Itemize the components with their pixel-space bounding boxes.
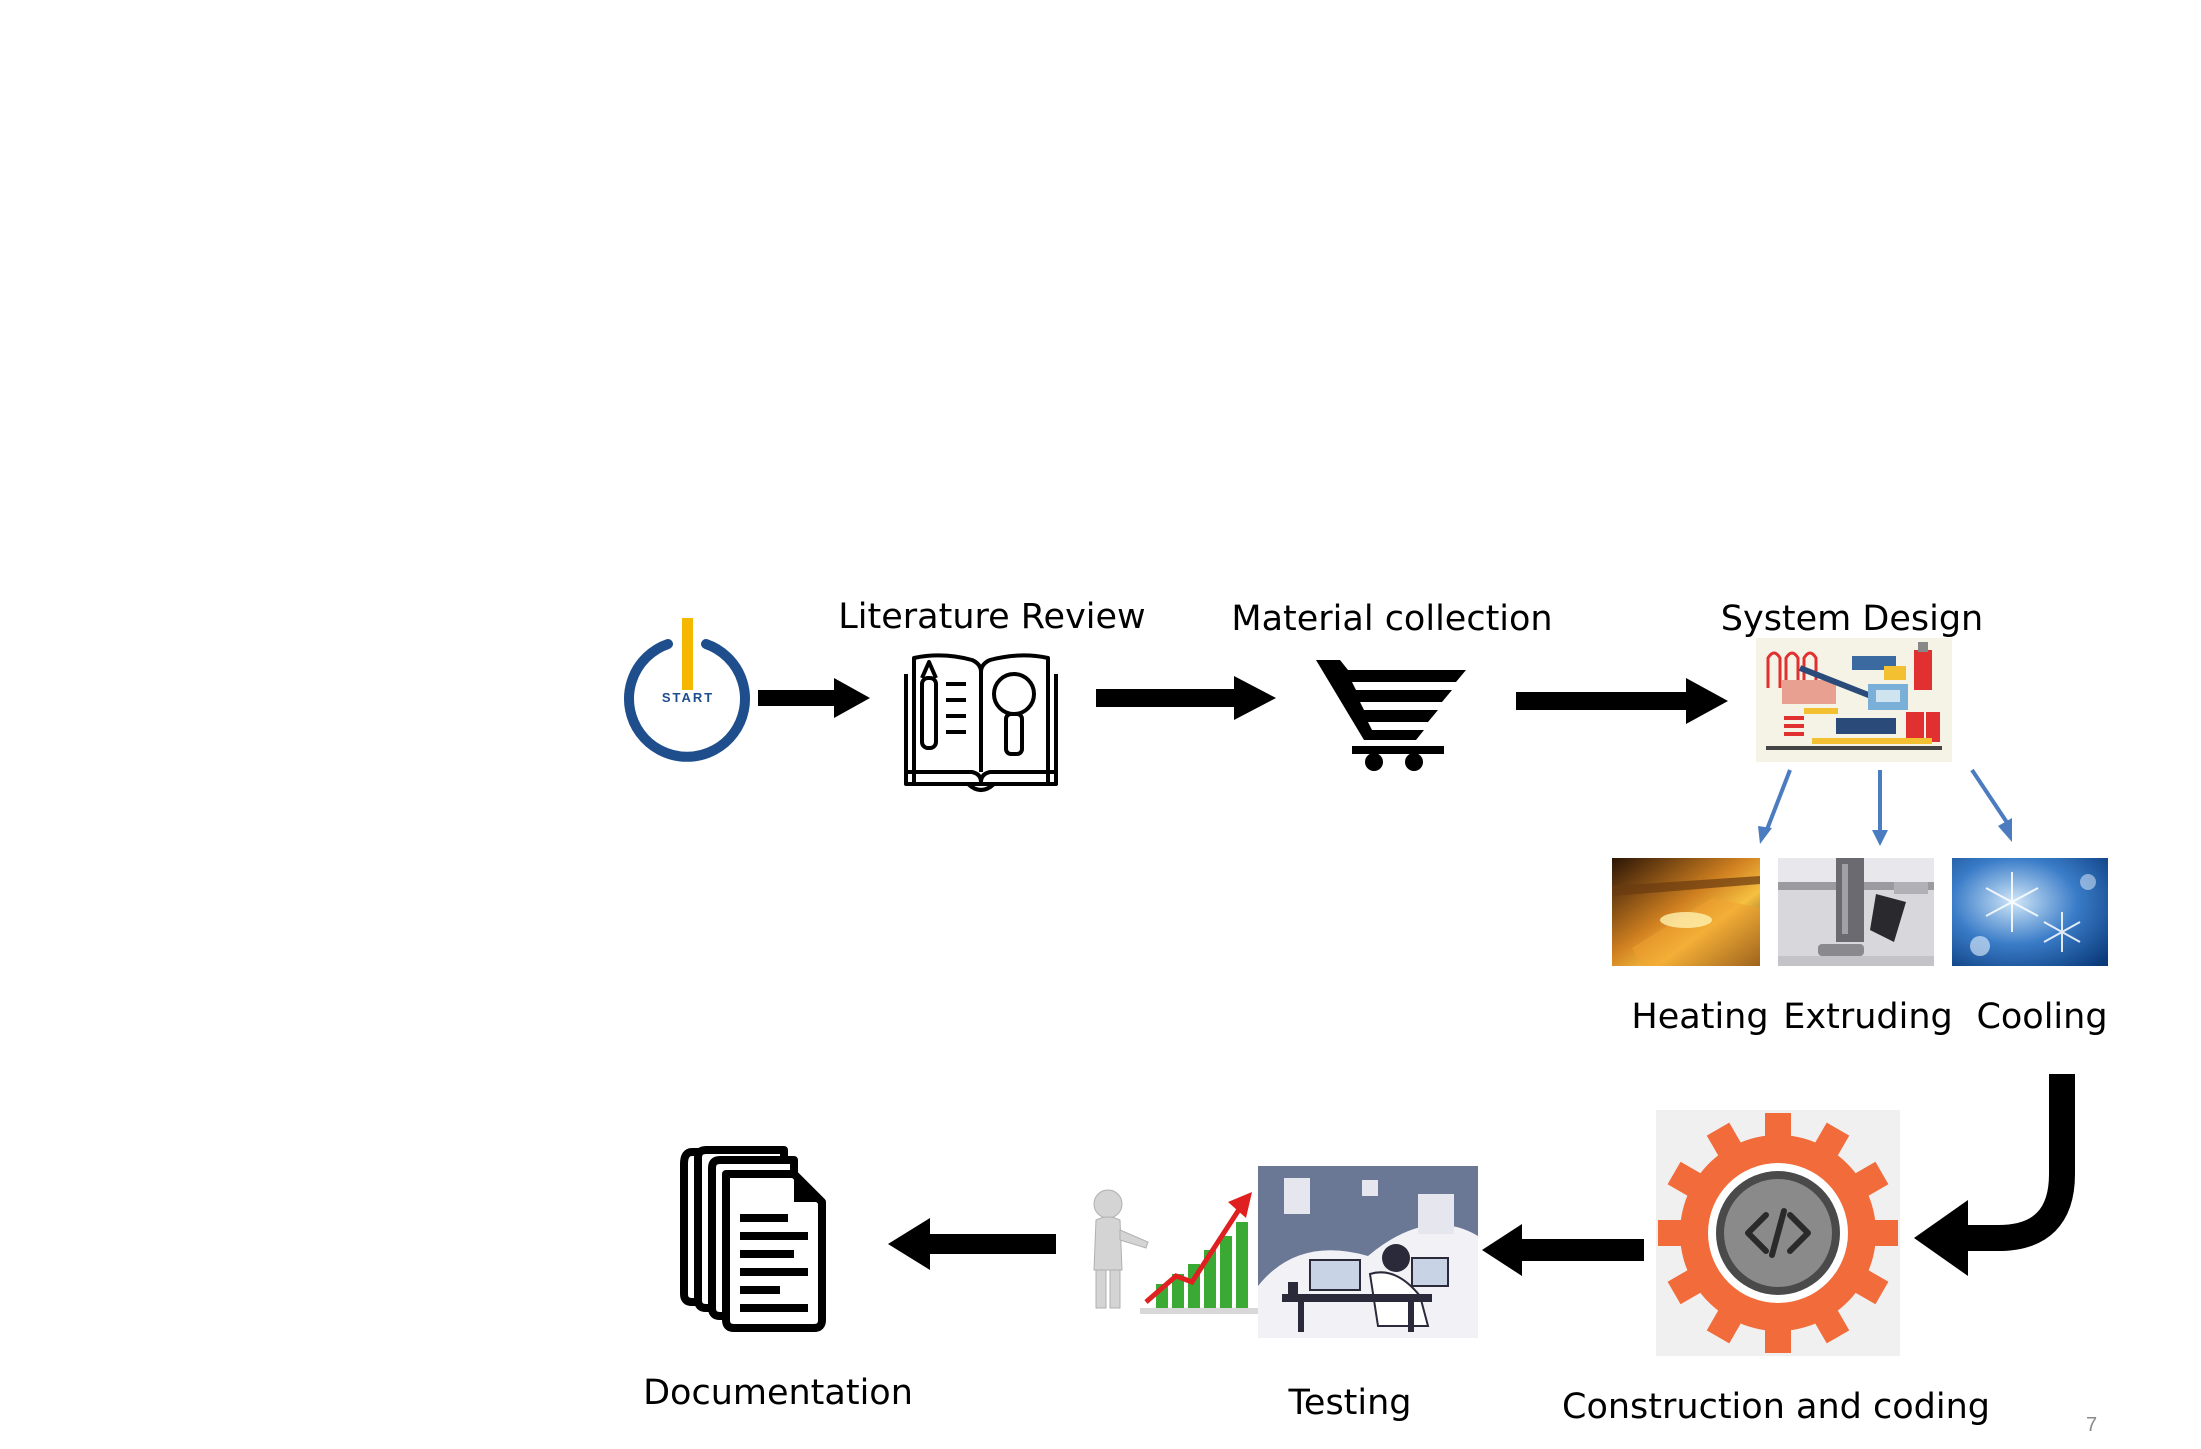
code-gear-icon [1656,1110,1900,1356]
cooling-label: Cooling [1976,997,2108,1037]
construction-coding-label: Construction and coding [1562,1387,1990,1427]
system-design-label: System Design [1720,599,1984,639]
start-power-icon: START [624,618,750,762]
machine-schematic-icon [1756,638,1952,762]
heating-photo [1612,858,1760,966]
material-collection-label: Material collection [1231,599,1553,639]
slide-number: 7 [2086,1414,2098,1436]
developer-desk-illustration [1258,1166,1478,1338]
shopping-cart-icon [1316,660,1466,771]
branch-arrows [1758,768,2012,846]
literature-review-label: Literature Review [838,597,1146,637]
flow-arrow-5 [888,1218,1056,1270]
flow-arrow-1 [758,678,870,718]
heating-label: Heating [1631,997,1769,1037]
flow-arrow-2 [1096,676,1276,720]
extruder-photo [1778,858,1934,966]
extruding-label: Extruding [1783,997,1953,1037]
document-stack-icon [680,1146,826,1332]
documentation-label: Documentation [643,1373,913,1413]
testing-label: Testing [1288,1383,1412,1423]
open-book-magnifier-icon [904,653,1058,792]
return-arrow [1914,1074,2075,1276]
flow-arrow-3 [1516,678,1728,724]
growth-chart-icon [1093,1189,1258,1314]
flow-arrow-4 [1482,1224,1644,1276]
frost-photo [1952,858,2108,966]
start-text: START [662,690,714,705]
